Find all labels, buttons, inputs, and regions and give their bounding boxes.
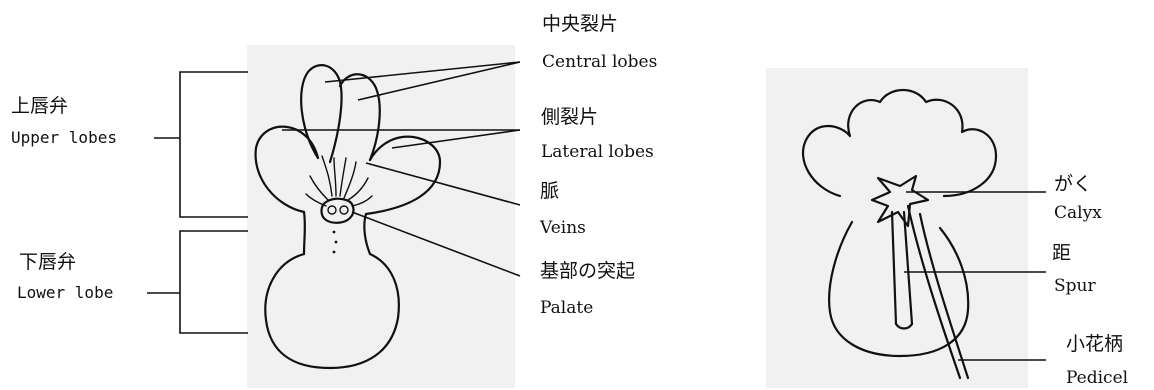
side-pedicel-back: [918, 212, 970, 380]
lateral-lobes-label-en: Lateral lobes: [541, 142, 654, 162]
lower-lobe-label-jp: 下唇弁: [19, 251, 76, 273]
lower-lobe-bracket: [147, 230, 248, 334]
veins-lines: [305, 155, 373, 207]
pedicel-label-en: Pedicel: [1066, 368, 1128, 388]
front-view-figure: [247, 45, 515, 388]
lateral-lobes-leaders: [282, 129, 521, 149]
central-lobe-left: [300, 64, 343, 164]
calyx-label-en: Calyx: [1054, 203, 1102, 223]
central-lobes-leaders: [324, 61, 521, 101]
side-pedicel: [906, 204, 962, 380]
palate-label-en: Palate: [540, 298, 593, 318]
central-lobe-right: [338, 73, 381, 162]
lower-lobe-outline: [264, 252, 400, 370]
palate-leader: [351, 211, 521, 277]
spur-label-jp: 距: [1052, 242, 1071, 264]
lower-lobe-label-en: Lower lobe: [17, 283, 113, 302]
lateral-lobe-left: [254, 125, 320, 214]
veins-label-en: Veins: [539, 218, 586, 238]
palate-bump-right: [339, 205, 349, 215]
upper-lobes-label-jp: 上唇弁: [11, 95, 68, 117]
upper-lobes-bracket: [154, 71, 248, 218]
side-spur-tip: [894, 322, 914, 330]
upper-lobes-label-en: Upper lobes: [11, 128, 117, 147]
side-calyx: [870, 174, 930, 228]
central-lobes-label-jp: 中央裂片: [542, 13, 618, 35]
palate-shape: [320, 197, 355, 224]
side-spur-left: [890, 210, 898, 326]
central-lobes-label-en: Central lobes: [542, 52, 657, 72]
pedicel-label-jp: 小花柄: [1066, 333, 1123, 355]
veins-label-jp: 脈: [540, 180, 559, 202]
side-view-paper: [766, 68, 1028, 388]
front-view-paper: [247, 45, 515, 388]
palate-label-jp: 基部の突起: [540, 260, 635, 282]
side-spur-right: [902, 210, 914, 326]
lower-lobe-dots: [332, 230, 338, 254]
side-view-figure: [766, 68, 1028, 388]
spur-label-en: Spur: [1054, 276, 1096, 296]
palate-bump-left: [327, 205, 337, 215]
side-lower-body: [828, 220, 970, 358]
veins-leader: [365, 162, 521, 206]
throat-outline-left: [302, 210, 306, 256]
calyx-label-jp: がく: [1054, 173, 1092, 195]
side-upper-petals: [801, 88, 998, 198]
lateral-lobe-right: [364, 135, 442, 216]
lateral-lobes-label-jp: 側裂片: [541, 106, 598, 128]
